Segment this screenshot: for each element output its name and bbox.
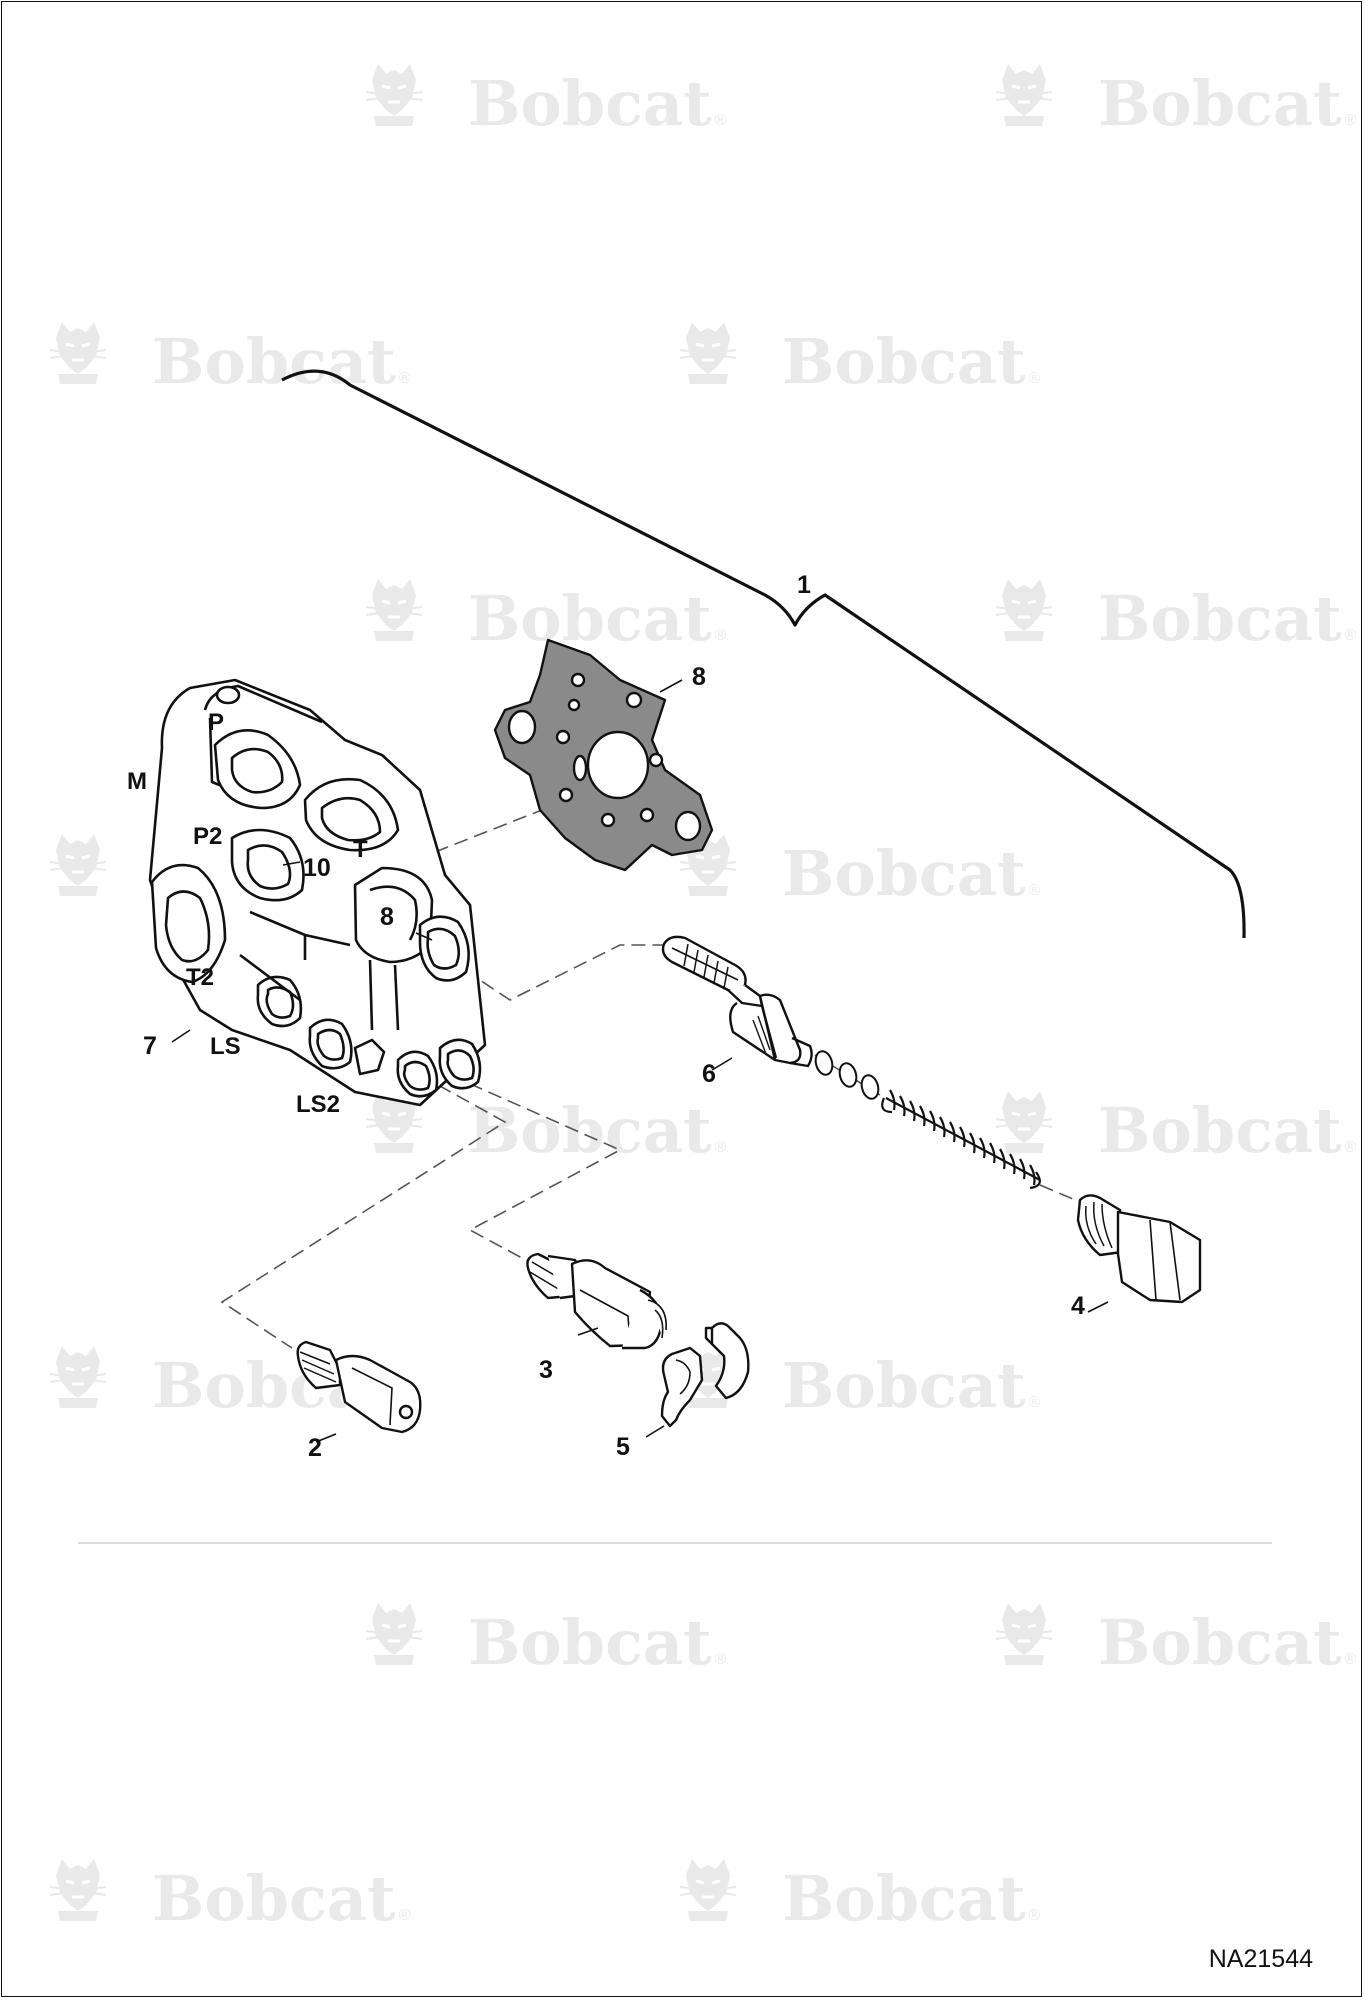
watermark-text: Bobcat — [468, 1094, 712, 1167]
callout-labels: 1 8 10 8 6 7 4 3 2 5 — [143, 571, 1085, 1462]
watermark-registered-mark: ® — [1029, 882, 1041, 899]
watermark — [994, 577, 1054, 643]
watermark-registered-mark: ® — [715, 1651, 727, 1668]
watermark — [678, 1857, 738, 1923]
watermark — [994, 1601, 1054, 1667]
watermark-text: Bobcat — [152, 325, 396, 398]
gasket — [493, 638, 714, 872]
spring — [881, 1089, 1041, 1190]
port-label-ls: LS — [210, 1033, 241, 1060]
watermark-text: Bobcat — [782, 1349, 1026, 1422]
callout-7: 7 — [143, 1032, 157, 1060]
spool — [661, 935, 813, 1068]
watermark — [48, 832, 108, 898]
watermark-layer: Bobcat® Bobcat® Bobcat® Bobcat® Bobcat® … — [48, 62, 1357, 1935]
watermark — [364, 1601, 424, 1667]
watermark-registered-mark: ® — [715, 1139, 727, 1156]
watermark — [48, 320, 108, 386]
port-label-t: T — [353, 836, 368, 863]
watermark — [994, 62, 1054, 128]
callout-5: 5 — [616, 1433, 630, 1461]
watermark-registered-mark: ® — [1029, 1907, 1041, 1924]
watermark-text: Bobcat — [152, 1862, 396, 1935]
watermark — [364, 577, 424, 643]
port-label-p2: P2 — [193, 823, 222, 850]
watermark — [994, 1089, 1054, 1155]
plug — [1076, 1194, 1202, 1304]
watermark-registered-mark: ® — [1029, 370, 1041, 387]
watermark-text: Bobcat — [782, 325, 1026, 398]
watermark-text: Bobcat — [1098, 1606, 1342, 1679]
callout-4: 4 — [1071, 1292, 1085, 1320]
assembly-brace — [281, 369, 1246, 939]
watermark-registered-mark: ® — [1345, 1651, 1357, 1668]
watermark-text: Bobcat — [468, 582, 712, 655]
callout-8-gasket: 8 — [692, 663, 706, 691]
port-label-m: M — [127, 768, 147, 795]
relief-valve — [526, 1252, 667, 1350]
watermark-registered-mark: ® — [1029, 1394, 1041, 1411]
watermark-registered-mark: ® — [399, 370, 411, 387]
port-labels: P M P2 T T2 LS LS2 — [127, 709, 368, 1118]
valve-body — [148, 678, 487, 1107]
leader-lines — [171, 679, 1109, 1443]
watermark — [364, 62, 424, 128]
watermark-registered-mark: ® — [1345, 1139, 1357, 1156]
washers — [814, 1050, 880, 1100]
watermark-text: Bobcat — [1098, 582, 1342, 655]
watermark — [48, 1857, 108, 1923]
callout-1: 1 — [797, 571, 811, 599]
watermark-text: Bobcat — [782, 837, 1026, 910]
watermark-text: Bobcat — [1098, 67, 1342, 140]
watermark-registered-mark: ® — [1345, 112, 1357, 129]
watermark-text: Bobcat — [782, 1862, 1026, 1935]
watermark-registered-mark: ® — [1345, 627, 1357, 644]
watermark-registered-mark: ® — [399, 1907, 411, 1924]
port-label-ls2: LS2 — [296, 1091, 340, 1118]
callout-2: 2 — [308, 1434, 322, 1462]
port-label-p: P — [208, 709, 224, 736]
watermark-registered-mark: ® — [715, 627, 727, 644]
callout-10: 10 — [303, 854, 331, 882]
callout-3: 3 — [539, 1356, 553, 1384]
watermark-text: Bobcat — [468, 1606, 712, 1679]
callout-8-body: 8 — [380, 903, 394, 931]
watermark — [678, 320, 738, 386]
check-valve — [296, 1340, 422, 1434]
watermark — [48, 1344, 108, 1410]
watermark-text: Bobcat — [1098, 1094, 1342, 1167]
watermark-registered-mark: ® — [715, 112, 727, 129]
watermark-text: Bobcat — [468, 67, 712, 140]
reference-code: NA21544 — [1208, 1945, 1313, 1973]
retainer-clips — [660, 1322, 750, 1428]
port-label-t2: T2 — [186, 964, 214, 991]
callout-6: 6 — [702, 1060, 716, 1088]
